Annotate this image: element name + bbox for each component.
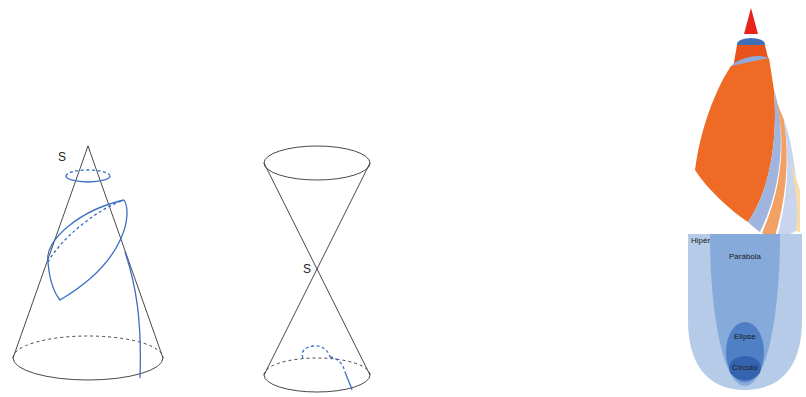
conic-region: Círculo	[729, 356, 761, 380]
conic-sections	[48, 170, 141, 378]
double-cone	[264, 146, 370, 392]
region-label: Parábola	[729, 252, 761, 261]
single-cone	[13, 146, 163, 380]
region-label: Elipse	[734, 332, 756, 341]
apex-label: S	[303, 262, 311, 276]
hyperbola-branch	[302, 346, 352, 390]
region-label: Círculo	[732, 363, 757, 372]
conic-region: ElipseCírculo	[726, 322, 764, 382]
conic-region: HipérboleParábolaElipseCírculo	[688, 234, 802, 390]
conic-region: ParábolaElipseCírculo	[710, 234, 780, 386]
sliced-cone	[695, 8, 800, 241]
apex-label: S	[58, 150, 66, 164]
